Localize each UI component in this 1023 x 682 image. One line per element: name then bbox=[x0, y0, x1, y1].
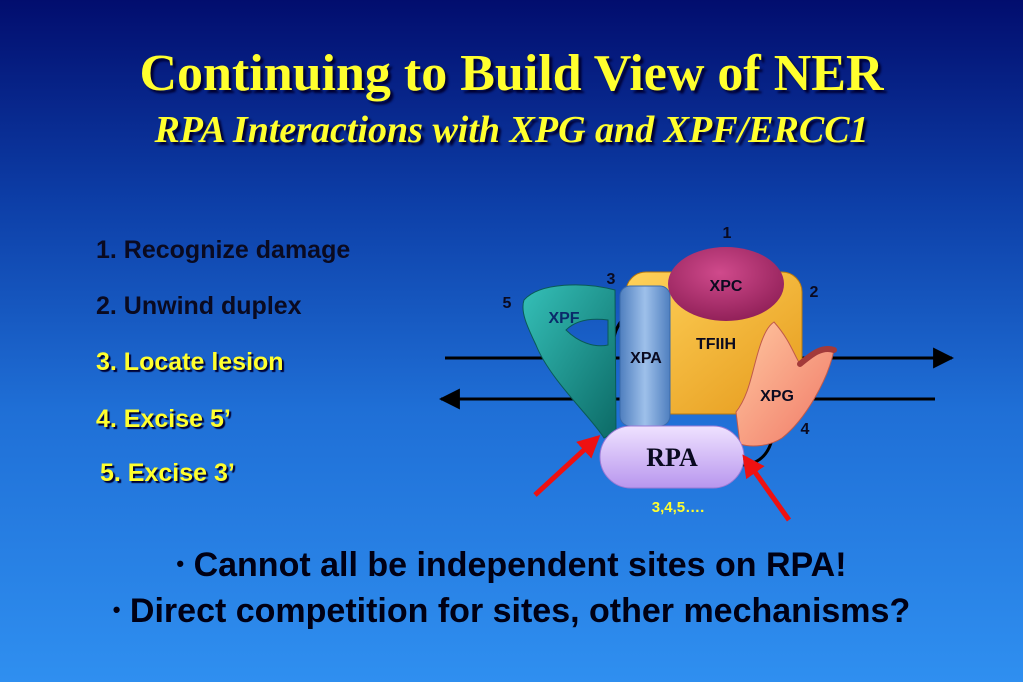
bullet-marker: • bbox=[112, 597, 121, 622]
step-locate-lesion: 3. Locate lesion bbox=[96, 348, 284, 376]
bullet-direct-competition: • Direct competition for sites, other me… bbox=[0, 592, 1023, 631]
bullet-marker: • bbox=[176, 551, 185, 576]
rpa-sites-label: 3,4,5…. bbox=[652, 499, 705, 516]
xpg-hook bbox=[797, 346, 837, 367]
bullet-text: Direct competition for sites, other mech… bbox=[129, 592, 911, 630]
rpa-label: RPA bbox=[646, 443, 698, 472]
xpg-label: XPG bbox=[760, 388, 794, 405]
bullet-independent-sites: • Cannot all be independent sites on RPA… bbox=[0, 546, 1023, 585]
step-recognize-damage: 1. Recognize damage bbox=[96, 236, 351, 264]
step-excise-3: 5. Excise 3’ bbox=[100, 459, 235, 487]
number-5: 5 bbox=[503, 295, 512, 312]
bullet-text: Cannot all be independent sites on RPA! bbox=[193, 546, 847, 584]
xpa-label: XPA bbox=[630, 350, 662, 367]
step-unwind-duplex: 2. Unwind duplex bbox=[96, 292, 302, 320]
xpf-label: XPF bbox=[548, 310, 579, 327]
number-2: 2 bbox=[810, 284, 819, 301]
tfiih-label: TFIIH bbox=[696, 336, 736, 353]
number-4: 4 bbox=[801, 421, 810, 438]
xpc-shape bbox=[668, 247, 784, 321]
slide-title: Continuing to Build View of NER bbox=[139, 45, 884, 102]
number-1: 1 bbox=[723, 225, 732, 242]
red-arrow-right bbox=[742, 454, 792, 522]
red-arrow-left bbox=[533, 434, 601, 497]
xpf-shape bbox=[522, 284, 617, 439]
xpc-label: XPC bbox=[710, 278, 743, 295]
number-3: 3 bbox=[607, 271, 616, 288]
slide-subtitle: RPA Interactions with XPG and XPF/ERCC1 bbox=[154, 109, 869, 151]
step-excise-5: 4. Excise 5’ bbox=[96, 405, 231, 433]
